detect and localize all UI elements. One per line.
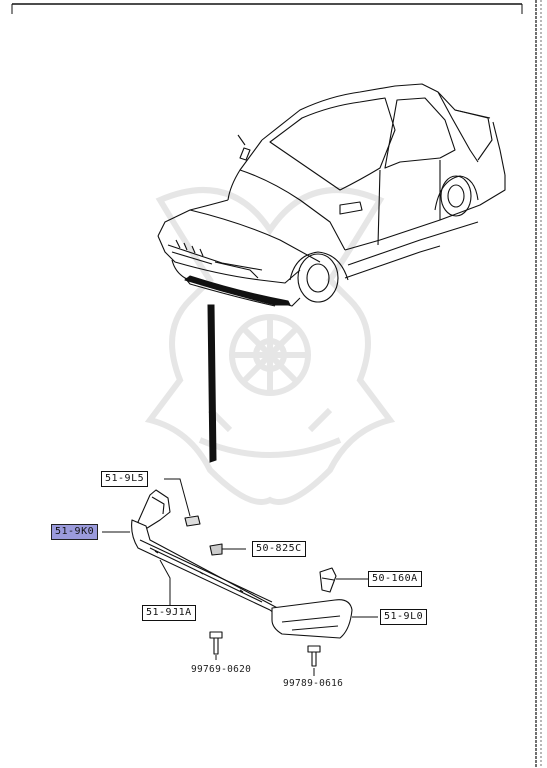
callout-51-9K0[interactable]: 51-9K0 — [51, 524, 99, 540]
callout-50-160A[interactable]: 50-160A — [368, 571, 422, 587]
car-illustration — [157, 83, 506, 307]
callout-51-9L0[interactable]: 51-9L0 — [380, 609, 428, 625]
callout-50-825C[interactable]: 50-825C — [252, 541, 306, 557]
part-number-99769-0620[interactable]: 99769-0620 — [191, 664, 252, 675]
callout-51-9L5[interactable]: 51-9L5 — [101, 471, 149, 487]
callout-51-9J1A[interactable]: 51-9J1A — [142, 605, 196, 621]
spoiler-assembly — [131, 489, 353, 667]
page-frame — [11, 0, 542, 768]
watermark-emblem — [144, 187, 396, 505]
callout-leaders — [102, 478, 378, 676]
part-number-99789-0616[interactable]: 99789-0616 — [283, 678, 344, 689]
leader-arrow — [207, 304, 217, 463]
